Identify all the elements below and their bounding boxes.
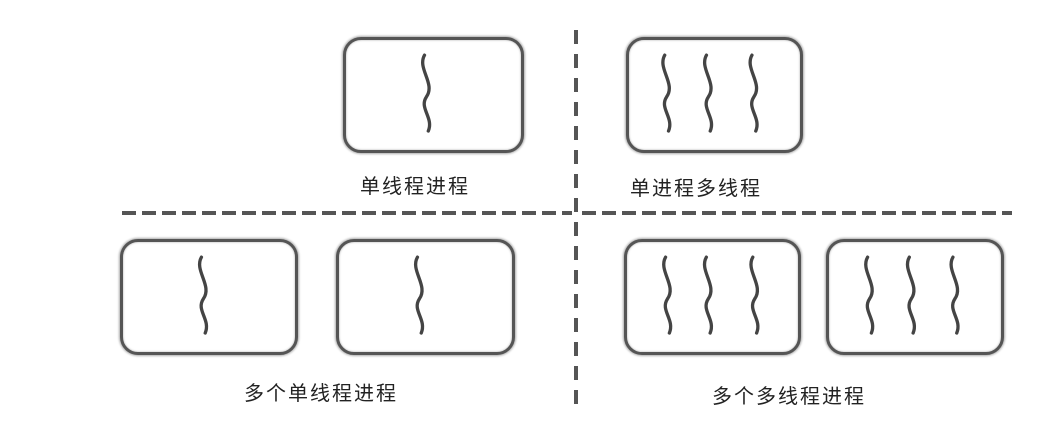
horizontal-divider-right — [582, 211, 1012, 215]
horizontal-divider-left — [122, 211, 572, 215]
process-box — [826, 239, 1004, 355]
process-box — [336, 239, 515, 355]
vertical-divider — [574, 30, 578, 412]
label-single-thread-process: 单线程进程 — [360, 174, 470, 198]
process-box — [343, 37, 524, 153]
label-multiple-multithread-processes: 多个多线程进程 — [712, 384, 866, 408]
process-box — [120, 239, 298, 355]
thread-icon — [420, 53, 432, 133]
label-single-process-multithread: 单进程多线程 — [630, 176, 762, 200]
process-box — [626, 37, 803, 153]
label-multiple-single-thread-processes: 多个单线程进程 — [244, 381, 398, 405]
process-box — [624, 239, 801, 355]
